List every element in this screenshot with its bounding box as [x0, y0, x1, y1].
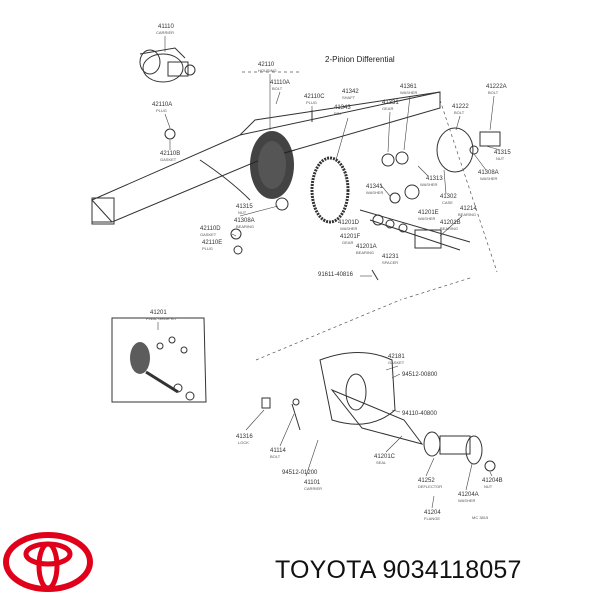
callout-name: CARRIER — [156, 30, 174, 35]
callout-name: PIN — [334, 111, 341, 116]
callout-code: 41331 — [382, 100, 399, 106]
callout-code: 41201F — [340, 234, 361, 240]
callout-name: NUT — [484, 484, 493, 489]
callout-name: BEARING — [458, 212, 476, 217]
callout-code: 42110D — [200, 226, 221, 232]
callout-name: FLANGE — [424, 516, 440, 521]
callout-labels: 41110 CARRIER 42110A PLUG 42110B GASKET … — [146, 24, 511, 521]
callout-code: 41308A — [234, 218, 255, 224]
brand-row — [0, 528, 600, 600]
callout-code: 91611-40816 — [318, 272, 354, 278]
carrier-assembly-illustration — [139, 47, 196, 83]
callout-name: CASE — [442, 200, 453, 205]
callout-code: 41252 — [418, 478, 435, 484]
callout-name: PLUG — [202, 246, 213, 251]
callout-code: 41114 — [270, 448, 286, 454]
callout-code: 41101 — [304, 480, 321, 486]
callout-name: WASHER — [458, 498, 476, 503]
ring-gear-illustration — [250, 131, 350, 224]
callout-name: BOLT — [272, 86, 283, 91]
callout-code: 41316 — [236, 434, 253, 440]
callout-name: DEFLECTOR — [418, 484, 442, 489]
callout-code: 41222A — [486, 84, 507, 90]
callout-code: MC 3815 — [472, 515, 489, 520]
callout-name: BEARING — [440, 226, 458, 231]
callout-code: 41110 — [158, 24, 174, 30]
callout-code: 41302 — [440, 194, 457, 200]
callout-name: NUT — [496, 156, 505, 161]
callout-name: BEARING — [356, 250, 374, 255]
part-caption: TOYOTA 9034118057 — [275, 556, 522, 584]
pinion-stack-illustration — [359, 127, 501, 251]
callout-name: BOLT — [454, 110, 465, 115]
callout-code: 41315 — [236, 204, 253, 210]
diagram-title: 2-Pinion Differential — [325, 55, 395, 64]
callout-code: 42110B — [160, 151, 180, 157]
bottom-carrier-illustration — [261, 352, 496, 472]
callout-name: NUT — [238, 210, 247, 215]
callout-name: FINAL GEAR KIT — [146, 316, 178, 321]
callout-name: GEAR — [342, 240, 353, 245]
callout-code: 41201A — [356, 244, 377, 250]
callout-name: BOLT — [488, 90, 499, 95]
callout-code: 41201C — [374, 454, 396, 460]
callout-code: 41204A — [458, 492, 479, 498]
callout-code: 41315 — [494, 150, 511, 156]
callout-code: 41204B — [482, 478, 503, 484]
callout-name: BOLT — [270, 454, 281, 459]
callout-name: SEAL — [376, 460, 387, 465]
callout-name: GASKET — [200, 232, 217, 237]
callout-code: 41204 — [424, 510, 441, 516]
callout-code: 41343 — [334, 105, 351, 111]
callout-name: PLUG — [306, 100, 317, 105]
callout-code: 41201B — [440, 220, 461, 226]
callout-name: WASHER — [366, 190, 384, 195]
callout-code: 41222 — [452, 104, 469, 110]
callout-code: 41308A — [478, 170, 499, 176]
final-gear-kit-box — [111, 317, 207, 403]
callout-code: 42181 — [388, 354, 405, 360]
callout-code: 41110A — [270, 80, 290, 86]
callout-code: 41214 — [460, 206, 477, 212]
callout-code: 41231 — [382, 254, 399, 260]
callout-code: 42110E — [202, 240, 222, 246]
callout-name: WASHER — [340, 226, 358, 231]
callout-code: 41201D — [338, 220, 360, 226]
callout-code: 94512-01200 — [282, 470, 318, 476]
callout-name: WASHER — [400, 90, 418, 95]
callout-code: 94110-40800 — [402, 411, 438, 417]
guide-lines — [242, 71, 498, 361]
callout-code: 41201E — [418, 210, 439, 216]
callout-name: BEARING — [236, 224, 254, 229]
callout-name: GASKET — [388, 360, 405, 365]
callout-name: GASKET — [160, 157, 177, 162]
callout-name: HOUSING — [258, 68, 277, 73]
callout-code: 42110 — [258, 62, 275, 68]
callout-name: SHAFT — [342, 95, 356, 100]
callout-code: 41201 — [150, 310, 167, 316]
callout-code: 94512-00800 — [402, 372, 438, 378]
callout-name: GEAR — [382, 106, 393, 111]
callout-name: PLUG — [156, 108, 167, 113]
callout-code: 42110A — [152, 102, 172, 108]
callout-code: 42110C — [304, 94, 325, 100]
callout-code: 41342 — [342, 89, 359, 95]
callout-name: WASHER — [418, 216, 436, 221]
callout-code: 41361 — [400, 84, 417, 90]
callout-name: LOCK — [238, 440, 249, 445]
left-small-parts — [164, 110, 379, 281]
leader-lines — [157, 36, 501, 509]
toyota-logo-icon — [3, 532, 93, 592]
callout-code: 41341 — [366, 184, 383, 190]
callout-name: CARRIER — [304, 486, 322, 491]
callout-name: SPACER — [382, 260, 398, 265]
callout-name: WASHER — [480, 176, 498, 181]
callout-name: WASHER — [420, 182, 438, 187]
callout-code: 41313 — [426, 176, 443, 182]
